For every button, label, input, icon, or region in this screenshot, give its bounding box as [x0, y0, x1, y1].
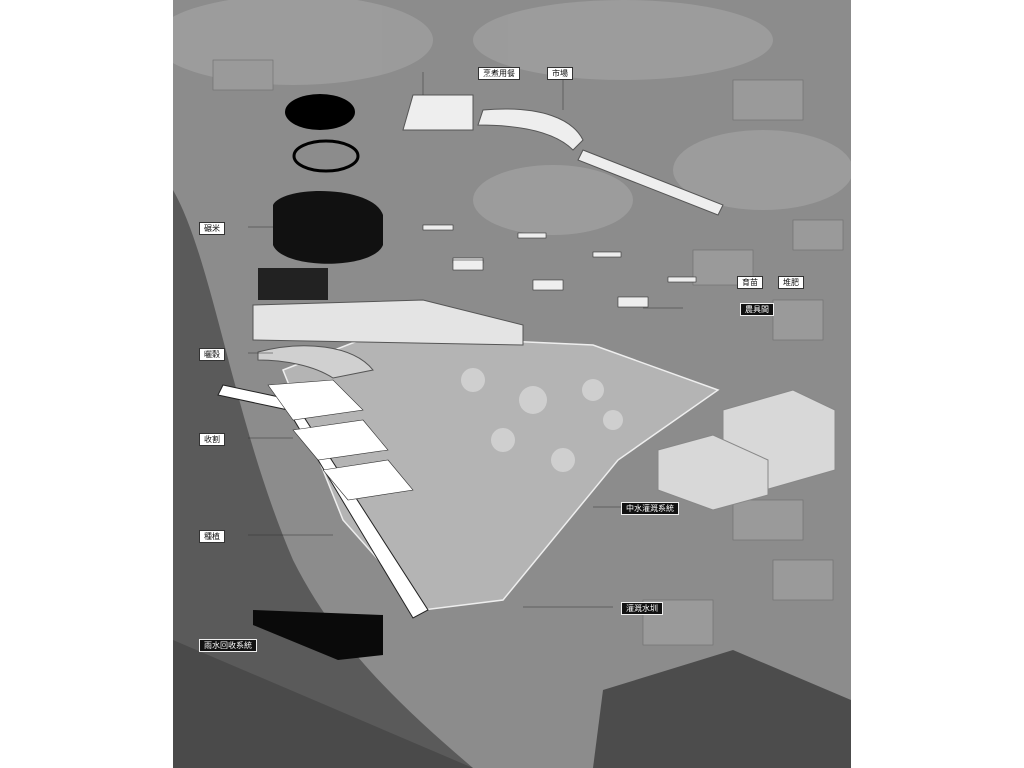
label-compost: 堆肥 [778, 276, 804, 289]
label-rainwater-recovery: 雨水回收系統 [199, 639, 257, 652]
rice-mill-building [273, 191, 383, 264]
terraces [267, 379, 414, 501]
leader-lines [248, 72, 683, 608]
rainwater-tank [253, 610, 383, 660]
rice-mill-ring [292, 139, 360, 173]
cooking-dining-structure [402, 94, 474, 131]
rice-mill-machine [258, 268, 328, 300]
rice-field-bottom [173, 640, 473, 768]
label-irrigation-channel: 灌溉水圳 [621, 602, 663, 615]
rice-mill-roof [285, 94, 355, 130]
label-market: 市場 [547, 67, 573, 80]
label-cooking-dining: 烹煮用餐 [478, 67, 520, 80]
label-greywater-irrigation: 中水灌溉系統 [621, 502, 679, 515]
label-tool-shed: 農具間 [740, 303, 774, 316]
label-rice-milling: 碾米 [199, 222, 225, 235]
tree-clusters [461, 368, 623, 472]
diagram-drawing [173, 0, 851, 768]
label-harvest: 收割 [199, 433, 225, 446]
seedling-racks [422, 224, 697, 308]
block-buildings [657, 389, 836, 511]
sun-drying-yard [257, 345, 374, 379]
exploded-axonometric-diagram: 烹煮用餐 市場 碾米 育苗 堆肥 農具間 曬穀 收割 中水灌溉系統 種植 灌溉水… [173, 0, 851, 768]
tool-shed-wall [252, 299, 524, 346]
rice-field-left [173, 190, 473, 768]
market-structure [477, 108, 584, 151]
clouds [173, 0, 851, 235]
rice-field-bottom-right [593, 650, 851, 768]
label-sun-drying: 曬穀 [199, 348, 225, 361]
label-planting: 種植 [199, 530, 225, 543]
label-seedling: 育苗 [737, 276, 763, 289]
market-stalls [577, 149, 724, 216]
